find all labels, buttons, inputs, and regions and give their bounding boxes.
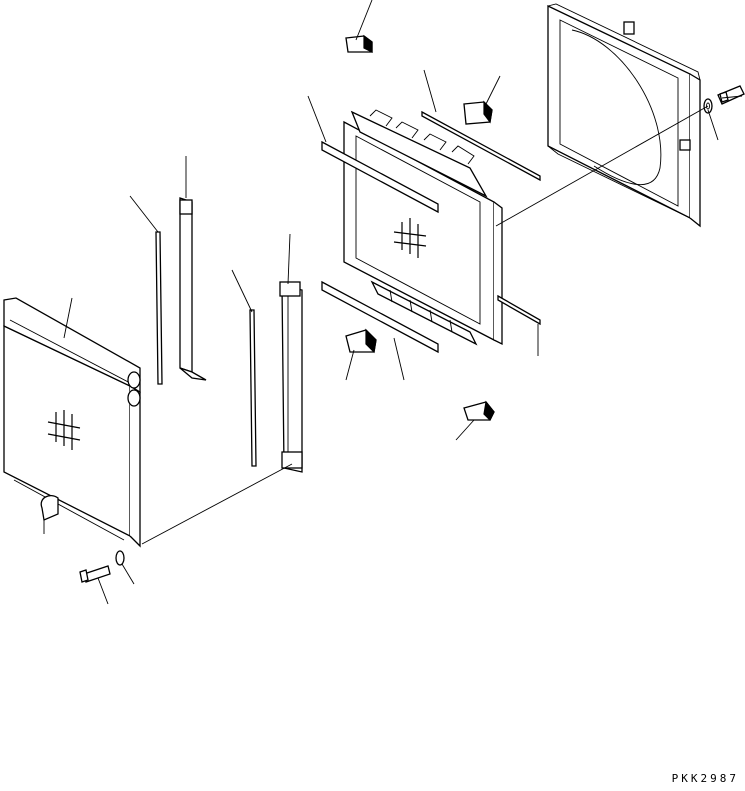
bolt-top-right	[717, 85, 745, 105]
seal-strip-vertical-left	[155, 231, 163, 385]
mounting-bracket-left	[179, 197, 207, 381]
oil-cooler	[3, 297, 141, 548]
mounting-bracket-right	[279, 281, 303, 473]
rubber-block-lower-right	[463, 400, 495, 422]
callout-lines	[63, 0, 743, 605]
seal-strip-lower	[321, 280, 439, 354]
seal-strip-vertical-right	[249, 309, 257, 467]
rubber-block-lower-left	[345, 328, 377, 354]
seal-strip-upper-left	[321, 140, 439, 214]
bolt-lower-left	[79, 565, 111, 583]
rubber-block-upper-mid	[463, 100, 493, 125]
washer-lower-left	[115, 550, 125, 566]
seal-strip-lower-right	[497, 294, 541, 326]
fan-shroud	[547, 3, 701, 228]
rubber-block-top	[345, 34, 373, 53]
seal-strip-upper-right	[421, 110, 541, 182]
drawing-code: PKK2987	[671, 772, 739, 785]
